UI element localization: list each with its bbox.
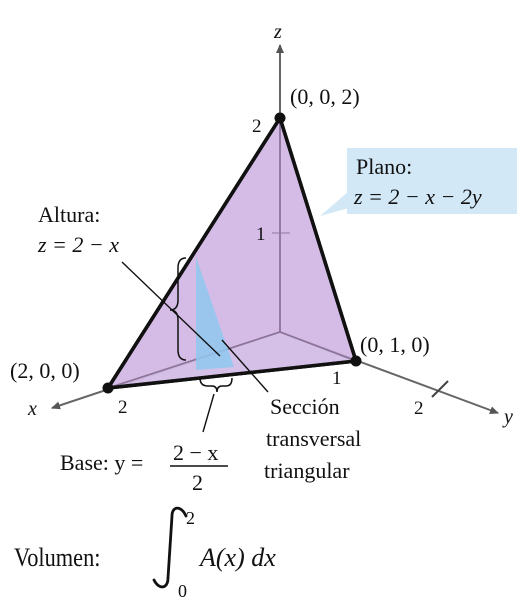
plane-label: Plano: xyxy=(356,154,412,179)
tick-label-y2: 2 xyxy=(414,398,424,419)
integral-lower-limit: 0 xyxy=(178,581,187,601)
point-label-x: (2, 0, 0) xyxy=(10,358,80,383)
tick-label-x2: 2 xyxy=(118,397,128,418)
height-brace xyxy=(169,257,187,361)
height-label: Altura: xyxy=(38,202,100,227)
integral-sign xyxy=(152,506,188,589)
integral-upper-limit: 2 xyxy=(186,508,195,528)
point-label-z: (0, 0, 2) xyxy=(290,84,360,109)
x-axis-label: x xyxy=(27,398,37,420)
tick-y2 xyxy=(431,380,449,398)
section-callout-line xyxy=(221,339,269,393)
base-denominator: 2 xyxy=(192,470,203,495)
base-face xyxy=(108,332,356,388)
base-prefix: Base: y = xyxy=(60,450,143,475)
tetrahedron-edges xyxy=(106,116,358,390)
cross-section-line-1: Sección xyxy=(270,394,340,419)
cross-section-line-3: triangular xyxy=(264,458,350,483)
volume-label: Volumen: xyxy=(14,543,101,572)
vertex-y xyxy=(350,355,362,367)
cross-section-line-2: transversal xyxy=(266,426,361,451)
vertex-x xyxy=(102,382,114,394)
height-equation: z = 2 − x xyxy=(37,232,119,257)
base-numerator: 2 − x xyxy=(173,440,218,465)
tick-label-z1: 1 xyxy=(256,224,266,245)
y-axis-label: y xyxy=(502,406,513,428)
vertex-z xyxy=(274,112,286,124)
hidden-edge-y xyxy=(279,331,357,362)
base-callout-line xyxy=(202,393,215,433)
tick-label-y1: 1 xyxy=(332,368,342,389)
point-label-y: (0, 1, 0) xyxy=(360,332,430,357)
tick-label-z2: 2 xyxy=(252,116,262,137)
volume-integrand: A(x) dx xyxy=(198,543,276,572)
height-callout-line xyxy=(121,261,221,357)
plane-equation: z = 2 − x − 2y xyxy=(353,184,482,209)
hidden-edge-x xyxy=(107,331,281,389)
plane-callout-box xyxy=(347,148,517,214)
z-axis-label: z xyxy=(273,21,282,43)
base-brace xyxy=(199,377,233,393)
